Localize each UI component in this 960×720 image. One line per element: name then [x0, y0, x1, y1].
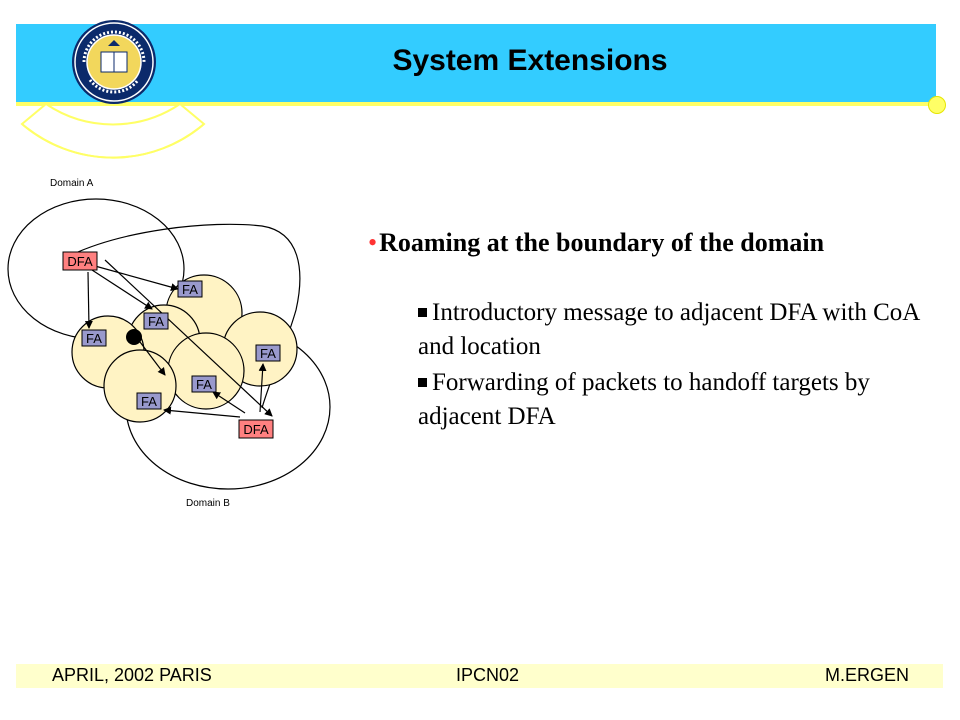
fa-label-right: FA: [260, 346, 276, 361]
fa-label-bottom: FA: [141, 394, 157, 409]
arrow-dfa-to-dfa-b: [104, 259, 273, 417]
fa-label-lower-right: FA: [196, 377, 212, 392]
arrow-dfa-b-to-fa-bottom: [163, 406, 241, 418]
mobile-node: [126, 329, 142, 345]
main-bullet-text: Roaming at the boundary of the domain: [379, 228, 825, 257]
footer-author: M.ERGEN: [824, 665, 909, 685]
arrow-dfa-to-fa-center: [91, 269, 153, 310]
sub-bullet-1-text: Introductory message to adjacent DFA wit…: [418, 299, 919, 360]
arrow-dfa-b-to-fa-right: [258, 363, 267, 413]
seal-fan-decoration: [20, 102, 206, 159]
university-seal-logo: [72, 20, 156, 104]
square-bullet-icon: [418, 308, 427, 317]
fa-box-left: [81, 329, 107, 347]
dfa-label-domain-a: DFA: [67, 254, 93, 269]
bullet-dot-icon: •: [368, 228, 378, 257]
domain-a-label: Domain A: [50, 178, 94, 189]
fa-box-right: [255, 344, 281, 362]
arrow-dfa-to-fa-left: [84, 271, 93, 329]
main-bullet: •Roaming at the boundary of the domain: [368, 228, 948, 258]
arrow-dfa-to-fa-top: [94, 265, 179, 291]
fa-label-left: FA: [86, 331, 102, 346]
arrow-dfa-b-to-fa-lower-right: [212, 391, 246, 414]
header-accent-dot: [928, 96, 946, 114]
dfa-box-domain-b: [238, 419, 274, 439]
fa-label-center: FA: [148, 314, 164, 329]
domain-b-label: Domain B: [186, 498, 230, 509]
fa-box-top: [177, 280, 203, 298]
slide-title: System Extensions: [392, 44, 668, 77]
dfa-box-domain-a: [62, 251, 98, 271]
cell-fa-lower-right: [167, 332, 245, 410]
header-underline: [16, 102, 938, 106]
network-diagram: Domain A Domain B DFA DFA FA FA FA FA FA…: [7, 178, 331, 509]
square-bullet-icon: [418, 378, 427, 387]
fa-box-bottom: [136, 392, 162, 410]
sub-bullet-2-text: Forwarding of packets to handoff targets…: [418, 369, 870, 430]
sub-bullet-2: Forwarding of packets to handoff targets…: [368, 366, 948, 434]
footer-conference: IPCN02: [456, 665, 520, 685]
fa-box-center: [143, 312, 169, 330]
header-bar: [16, 24, 936, 102]
dfa-label-domain-b: DFA: [243, 422, 269, 437]
cell-fa-bottom: [103, 349, 177, 423]
fa-label-top: FA: [182, 282, 198, 297]
bullet-list: •Roaming at the boundary of the domain I…: [368, 228, 948, 434]
arrow-mobile-move: [136, 337, 166, 376]
footer-date-location: APRIL, 2002 PARIS: [52, 665, 212, 685]
sub-bullet-1: Introductory message to adjacent DFA wit…: [368, 296, 948, 364]
footer-bar: APRIL, 2002 PARIS IPCN02 M.ERGEN: [16, 664, 943, 688]
fa-box-lower-right: [191, 375, 217, 393]
